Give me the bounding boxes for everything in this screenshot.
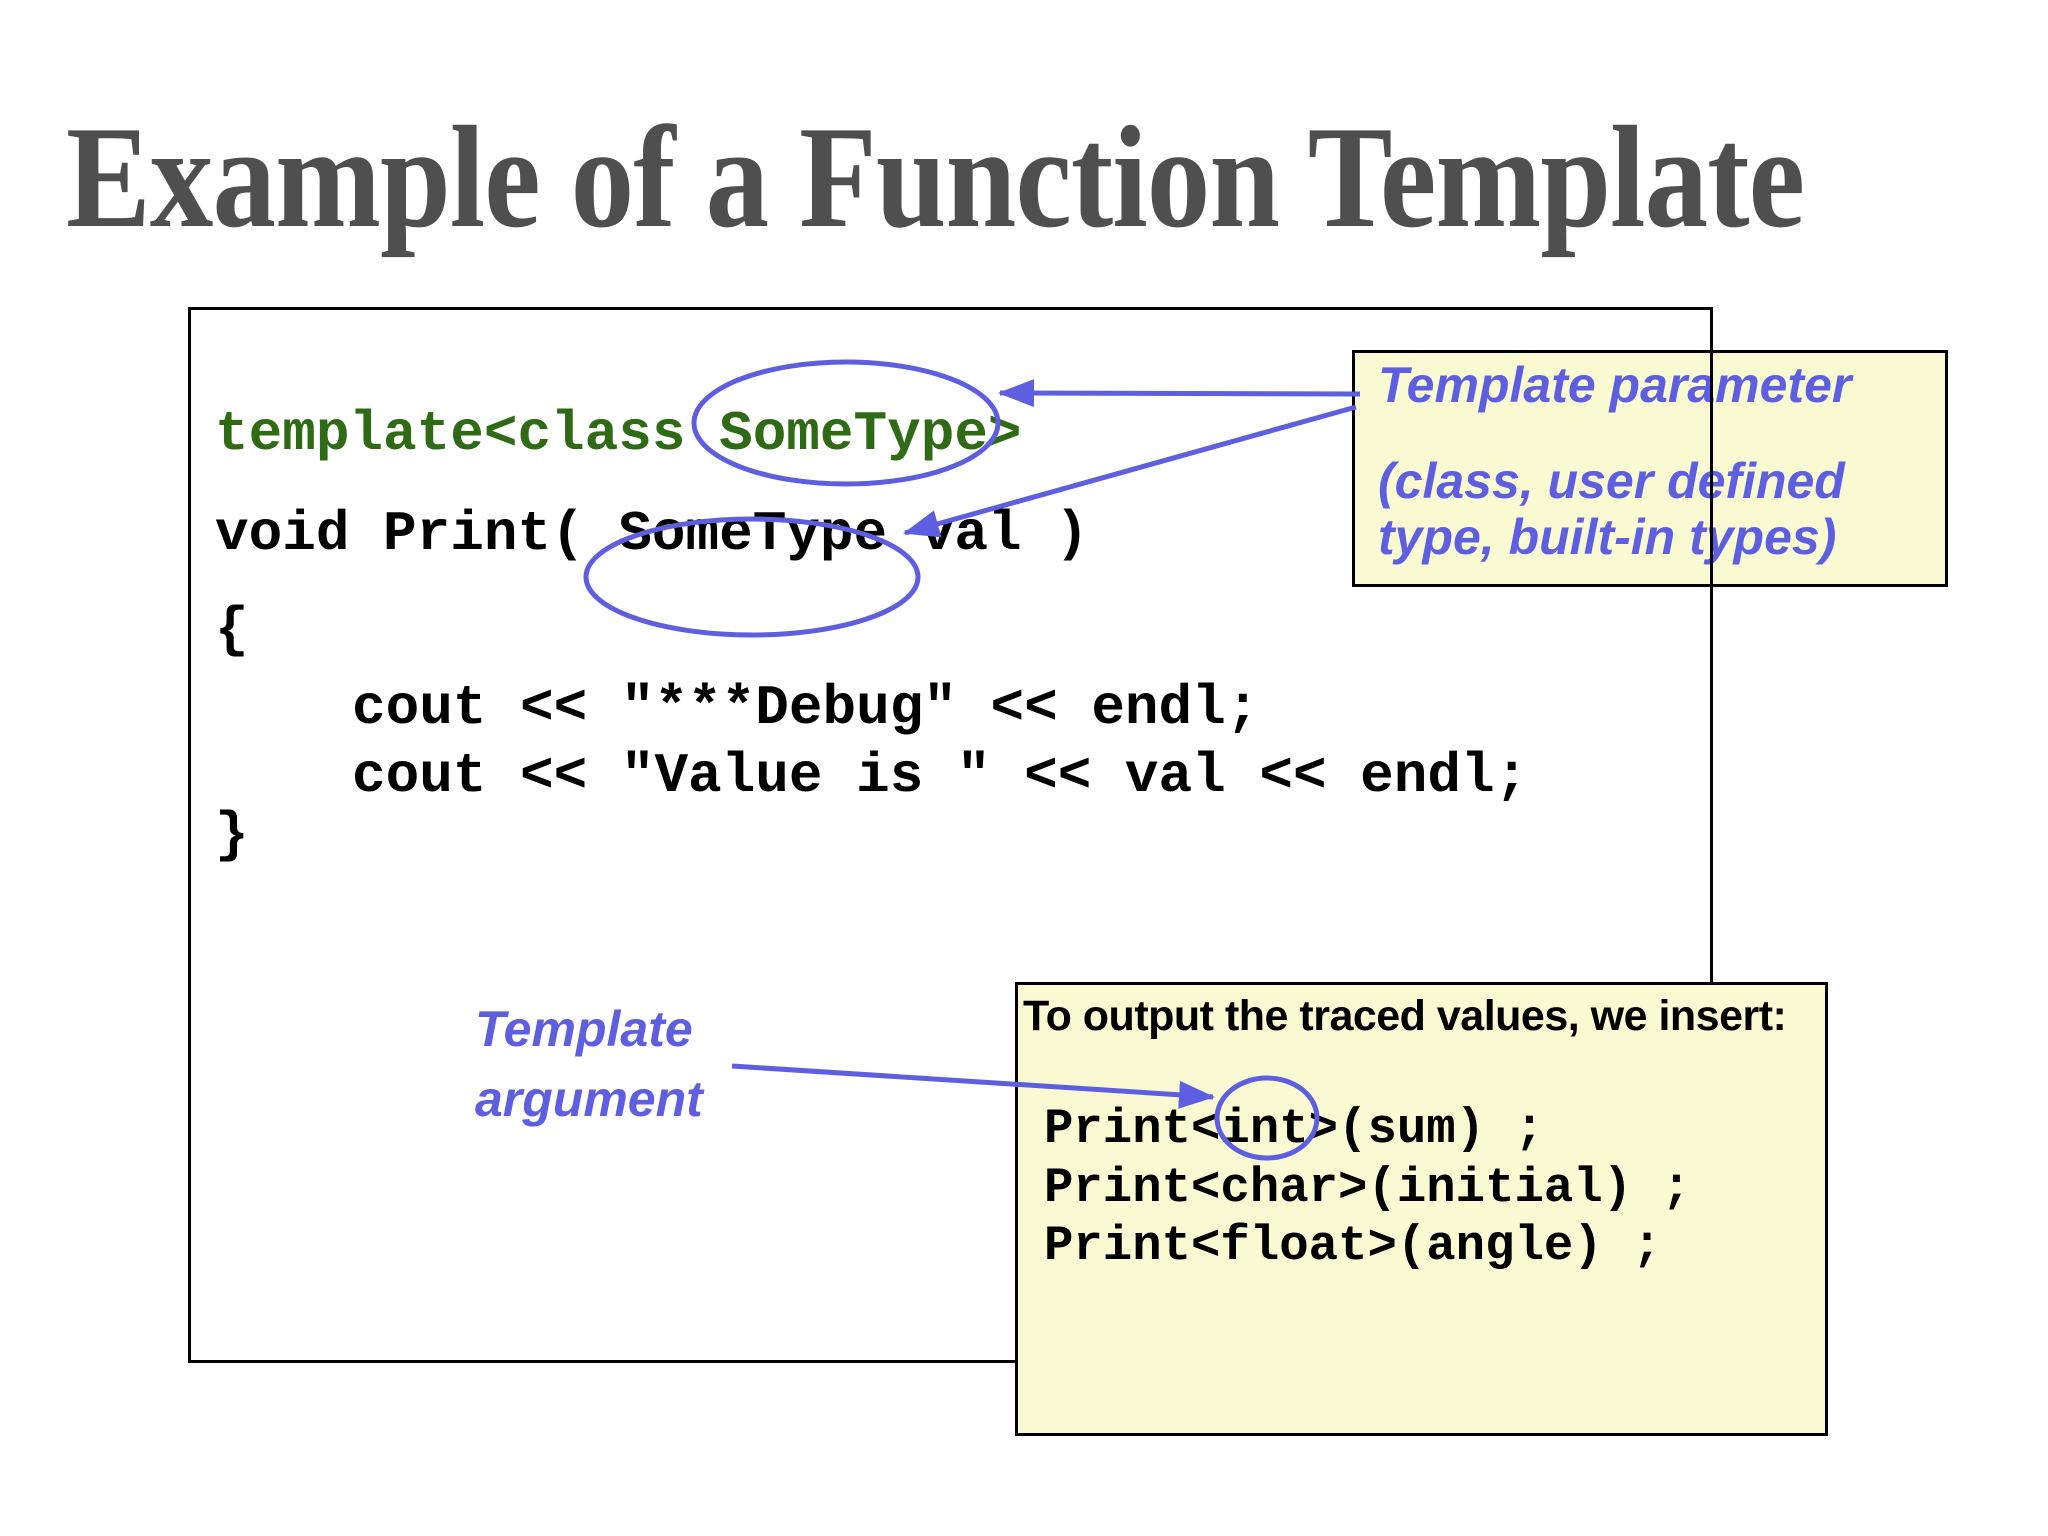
template-parameter-note-detail-2: type, built-in types) [1378,509,1837,565]
template-parameter-note-detail-1: (class, user defined [1378,453,1845,509]
slide-title: Example of a Function Template [66,96,1805,258]
template-argument-label-line-1: Template [475,1001,693,1057]
template-argument-label-line-2: argument [475,1071,703,1127]
insert-note-heading: To output the traced values, we insert: [1023,992,1787,1040]
code-line-cout-value: cout << "Value is " << val << endl; [352,744,1529,808]
code-line-template-declaration: template<class SomeType> [215,402,1022,466]
template-parameter-note-title: Template parameter [1378,357,1852,413]
insert-code-line-float: Print<float>(angle) ; [1044,1218,1662,1274]
insert-code-line-int: Print<int>(sum) ; [1044,1101,1544,1157]
code-line-open-brace: { [215,598,249,662]
code-line-function-signature: void Print( SomeType val ) [215,502,1089,566]
code-box-border [188,307,1713,1363]
template-parameter-note [1352,350,1948,587]
insert-note [1015,982,1828,1436]
insert-code-line-char: Print<char>(initial) ; [1044,1160,1691,1216]
code-line-cout-debug: cout << "***Debug" << endl; [352,676,1260,740]
code-line-close-brace: } [215,803,249,867]
